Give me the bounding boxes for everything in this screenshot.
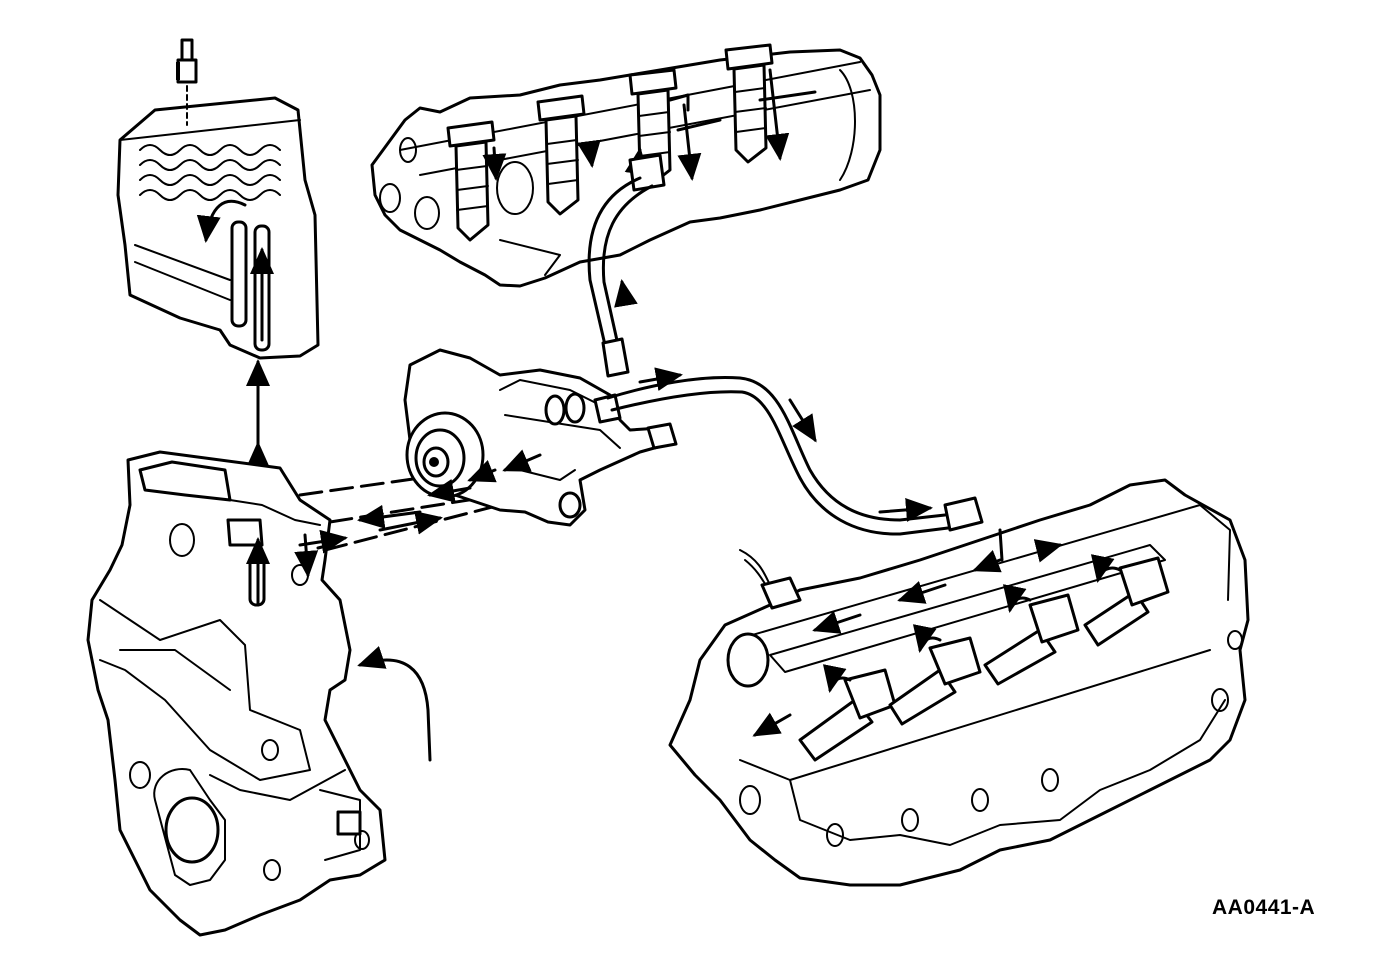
upper-injector-4	[724, 43, 774, 164]
figure-reference-code: AA0441-A	[1212, 896, 1316, 919]
lower-injector-2	[888, 636, 982, 726]
upper-cylinder-head	[370, 43, 882, 288]
oil-temperature-sensor	[176, 38, 198, 126]
front-cover	[86, 450, 432, 937]
lower-cylinder-head	[668, 478, 1250, 887]
hose-to-upper-head	[587, 176, 654, 378]
lower-injector-1	[798, 668, 897, 762]
upper-injector-2	[536, 94, 586, 216]
oil-cooler	[116, 38, 320, 360]
hose-to-lower-head	[606, 367, 984, 536]
upper-injector-1	[446, 120, 496, 242]
lower-injector-3	[983, 593, 1080, 686]
lower-injector-4	[1083, 556, 1170, 647]
high-pressure-oil-pump	[403, 348, 678, 527]
